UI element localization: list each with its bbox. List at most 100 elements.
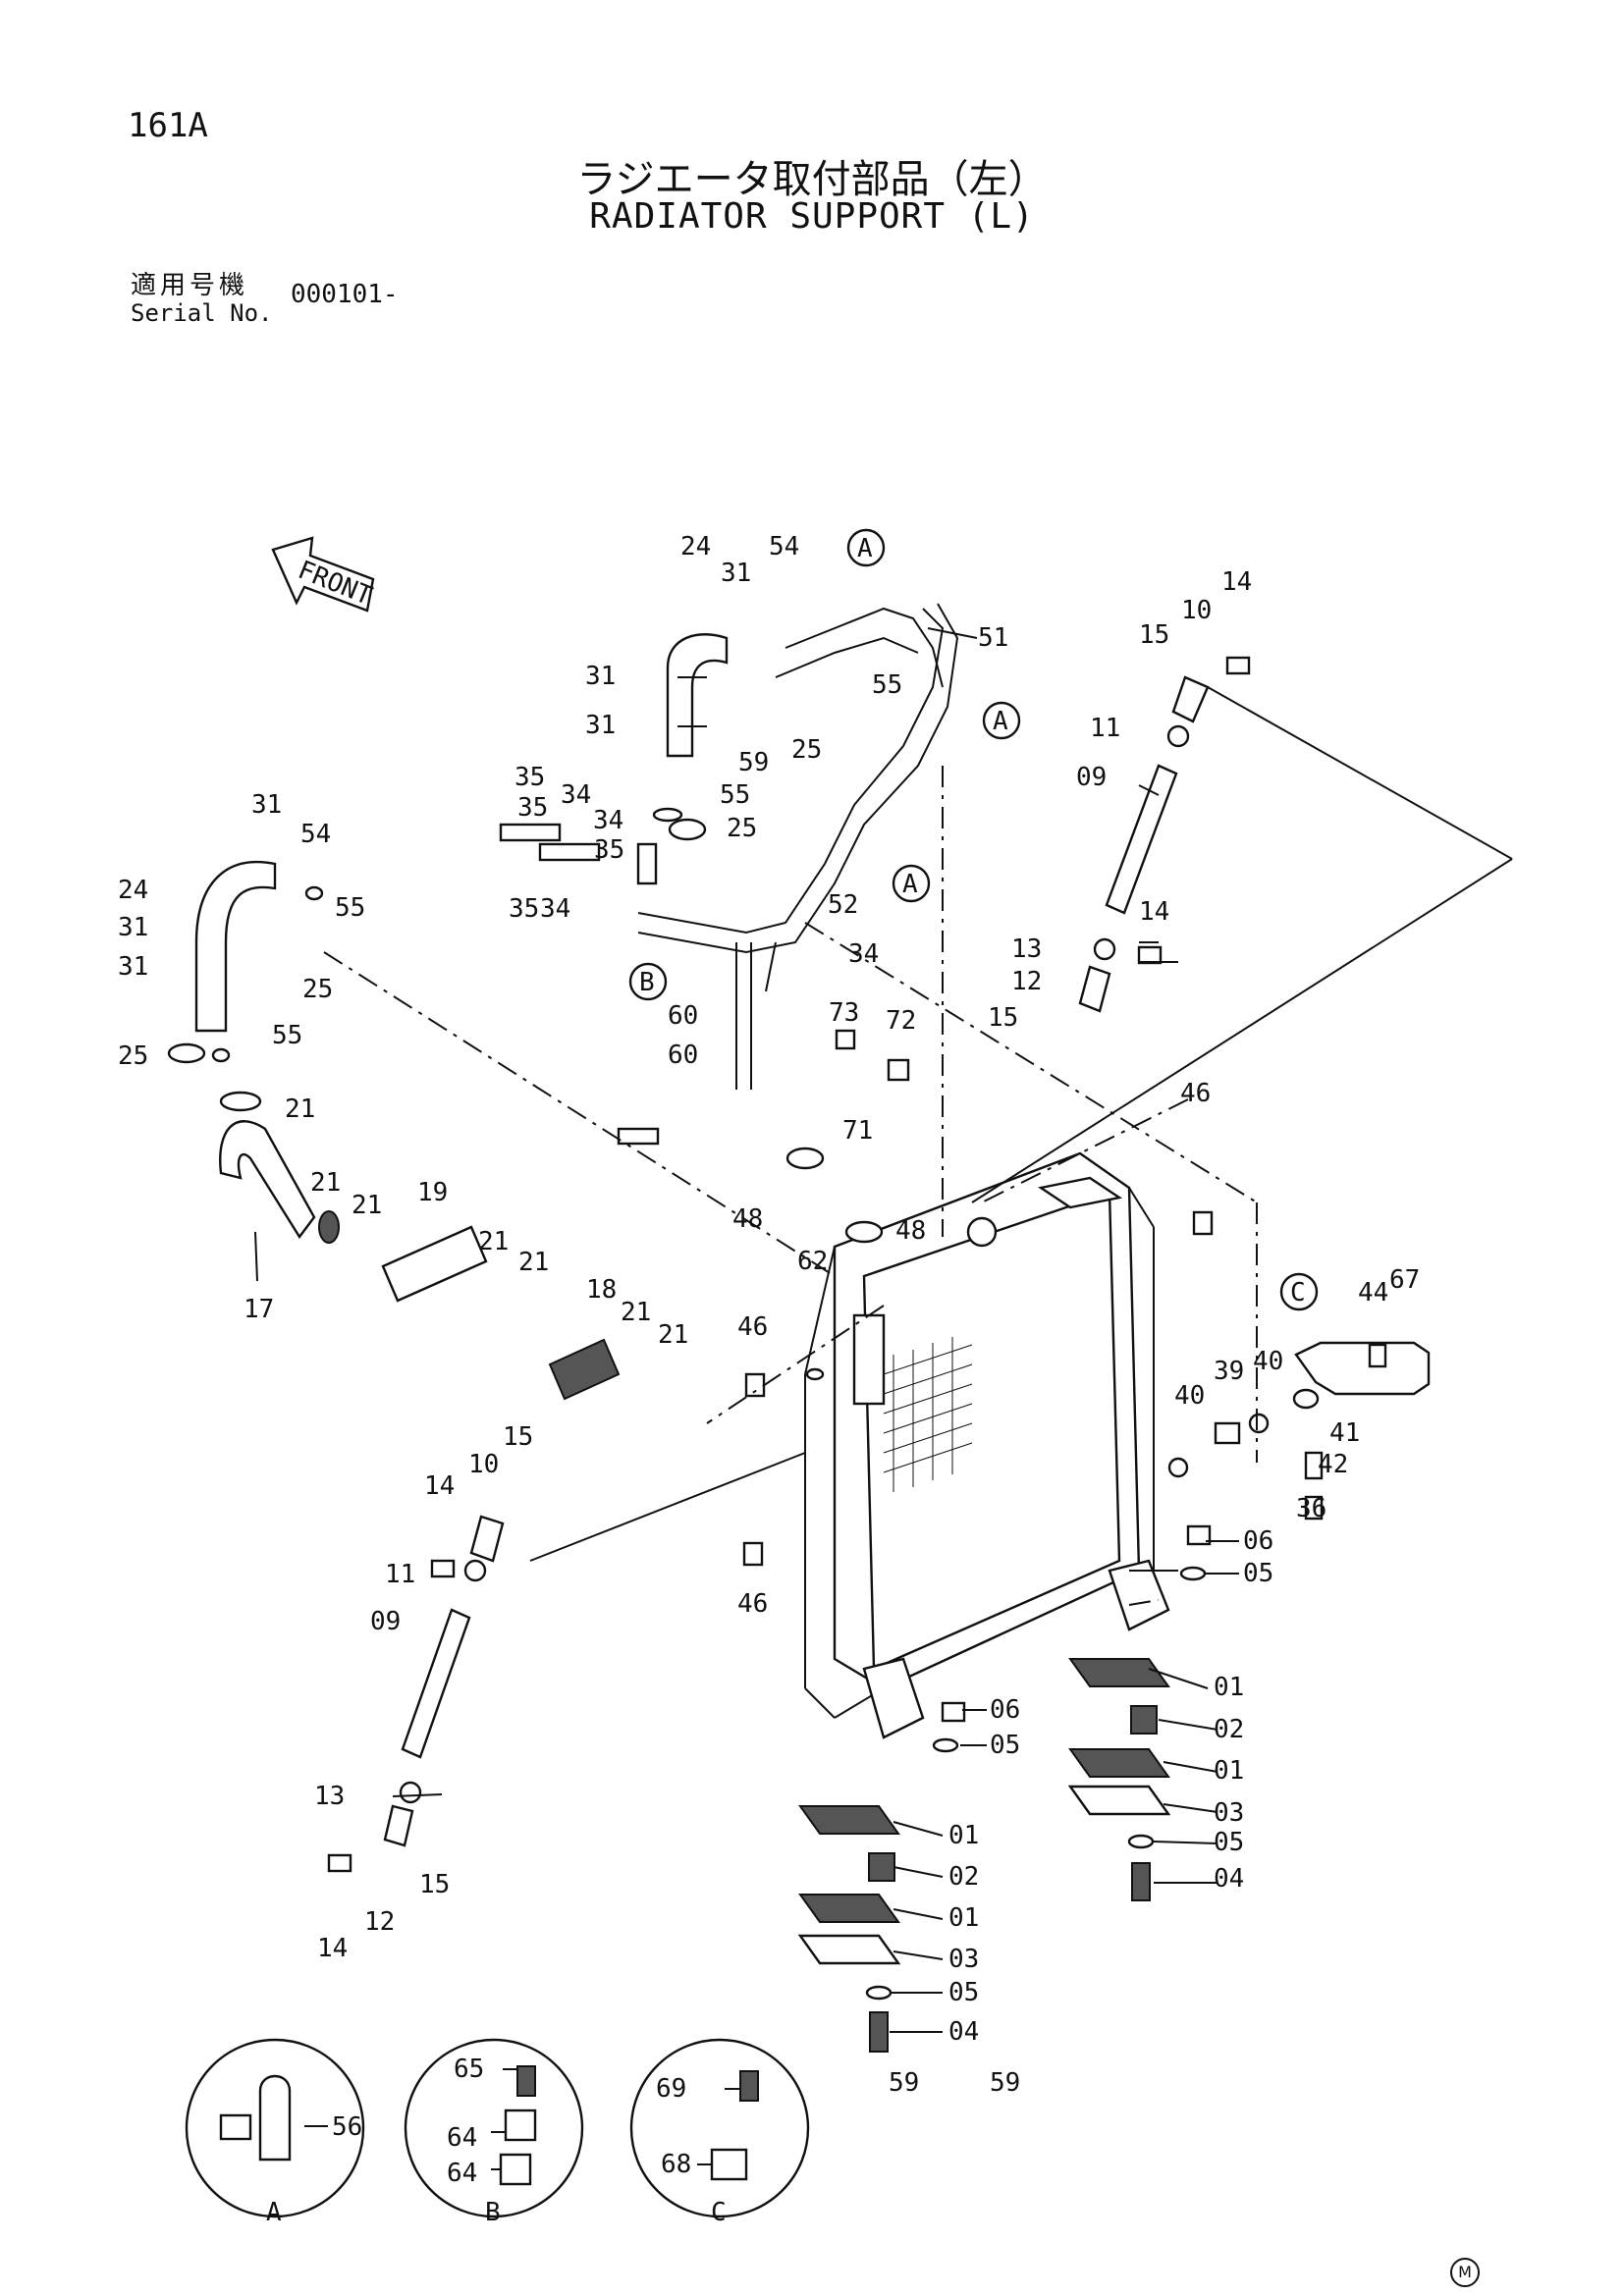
part-label: 31 [118, 913, 148, 942]
part-label: 46 [1180, 1079, 1211, 1108]
part-label: 02 [948, 1862, 979, 1892]
part-label: 59 [738, 748, 769, 777]
part-label: 34 [593, 806, 623, 835]
part-label: 01 [948, 1821, 979, 1850]
part-label: 05 [1214, 1828, 1244, 1857]
part-label: 48 [895, 1216, 926, 1246]
part-label: 21 [658, 1320, 688, 1350]
part-label: 40 [1253, 1347, 1283, 1376]
part-label: 10 [1181, 596, 1212, 625]
part-label: 42 [1318, 1450, 1348, 1479]
part-label: 35 [594, 835, 624, 865]
part-label: 04 [1214, 1864, 1244, 1894]
part-label: 34 [561, 780, 591, 810]
part-label: 41 [1329, 1418, 1360, 1448]
part-label: 64 [447, 2123, 477, 2153]
radiator-core [804, 1151, 1170, 1739]
part-label: 35 [514, 763, 545, 792]
part-label: 59 [990, 2068, 1020, 2098]
part-label: 21 [478, 1227, 509, 1256]
title-english: RADIATOR SUPPORT (L) [589, 196, 1035, 237]
part-label: 05 [990, 1731, 1020, 1760]
part-label: 03 [1214, 1798, 1244, 1828]
mount-stack-left [797, 1805, 901, 2053]
part-label: 21 [352, 1191, 382, 1220]
part-label: 46 [737, 1589, 768, 1619]
part-label: 09 [370, 1607, 401, 1636]
part-label: 13 [314, 1782, 345, 1811]
part-label: 21 [621, 1298, 651, 1327]
serial-label-english: Serial No. [131, 299, 273, 327]
part-label: 14 [424, 1471, 455, 1501]
part-label: 56 [332, 2112, 362, 2142]
detail-view-c-label: C [711, 2198, 727, 2227]
part-label: 21 [310, 1168, 341, 1198]
part-label: 14 [317, 1934, 348, 1963]
part-label: 12 [1011, 967, 1042, 996]
part-label: 31 [118, 952, 148, 982]
part-label: 06 [1243, 1526, 1273, 1556]
part-label: 34 [848, 939, 879, 969]
part-label: 39 [1214, 1357, 1244, 1386]
part-label: 17 [244, 1295, 274, 1324]
struts [401, 764, 1178, 1759]
part-label: 18 [586, 1275, 617, 1305]
part-label: 21 [285, 1095, 315, 1124]
part-label: 25 [727, 814, 757, 843]
part-label: 55 [872, 670, 902, 700]
callout-a-top: A [857, 534, 873, 563]
part-label: 31 [585, 662, 616, 691]
part-label: 52 [828, 890, 858, 920]
part-label: 21 [518, 1248, 549, 1277]
serial-number-value: 000101- [291, 280, 399, 309]
part-label: 15 [1139, 620, 1169, 650]
part-label: 11 [1090, 714, 1120, 743]
part-label: 10 [468, 1450, 499, 1479]
part-label: 51 [978, 623, 1008, 653]
part-label: 24 [118, 876, 148, 905]
part-label: 35 [517, 793, 548, 823]
callout-b: B [639, 968, 655, 997]
detail-view-a-label: A [266, 2198, 282, 2227]
part-label: 55 [720, 780, 750, 810]
part-label: 46 [737, 1312, 768, 1342]
callout-a-right: A [993, 707, 1008, 736]
part-label: 65 [454, 2055, 484, 2084]
part-label: 01 [1214, 1756, 1244, 1786]
part-label: 05 [1243, 1559, 1273, 1588]
part-label: 64 [447, 2159, 477, 2188]
part-label: 31 [251, 790, 282, 820]
part-label: 25 [118, 1041, 148, 1071]
part-label: 11 [385, 1560, 415, 1589]
part-label: 48 [732, 1204, 763, 1234]
part-label: 69 [656, 2074, 686, 2104]
front-arrow: FRONT [271, 536, 376, 613]
part-label: 73 [829, 998, 859, 1028]
part-label: 59 [889, 2068, 919, 2098]
part-label: 01 [948, 1903, 979, 1933]
part-label: 24 [680, 532, 711, 561]
hoses-and-pipes [194, 603, 1431, 1410]
leader-lines [254, 627, 1239, 2033]
part-label: 62 [797, 1247, 828, 1276]
part-label: 02 [1214, 1715, 1244, 1744]
mount-stack-right [1067, 1658, 1171, 1901]
title-japanese: ラジエータ取付部品（左） [576, 157, 1048, 202]
part-label: 36 [1296, 1494, 1326, 1523]
part-label: 19 [417, 1178, 448, 1207]
part-label: 35 [509, 894, 539, 924]
part-label: 04 [948, 2017, 979, 2047]
part-label: 68 [661, 2150, 691, 2179]
part-label: 15 [419, 1870, 450, 1899]
part-label: 67 [1389, 1265, 1420, 1295]
page-number: 161A [128, 106, 208, 145]
part-label: 31 [585, 711, 616, 740]
small-parts [167, 656, 1387, 1873]
part-label: 05 [948, 1978, 979, 2007]
part-label: 15 [988, 1003, 1018, 1033]
part-label: 55 [335, 893, 365, 923]
part-label: 14 [1139, 897, 1169, 927]
part-label: 01 [1214, 1673, 1244, 1702]
part-label: 03 [948, 1945, 979, 1974]
